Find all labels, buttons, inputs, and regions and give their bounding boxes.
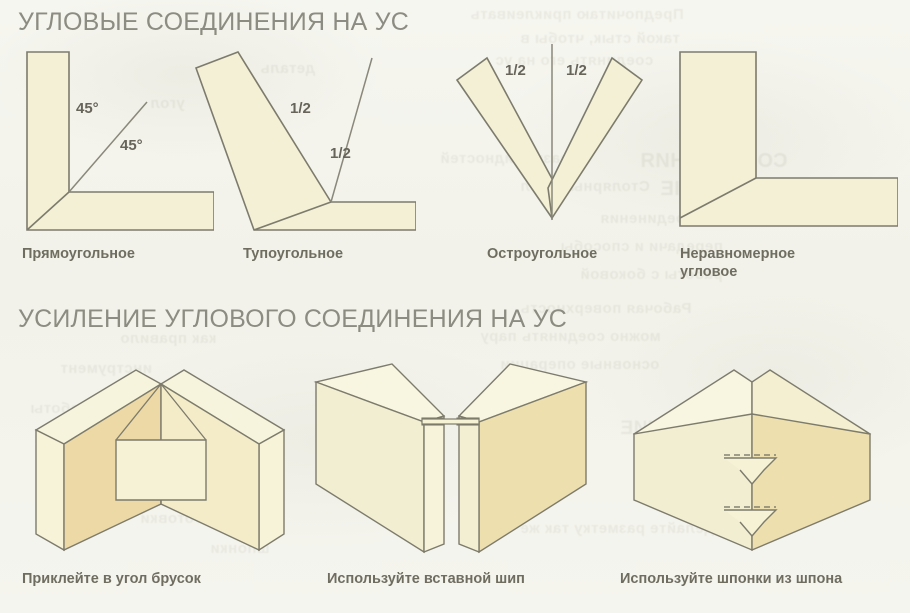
caption-glue-block: Приклейте в угол брусок xyxy=(22,571,201,587)
glue-block-bevel-right xyxy=(160,383,207,441)
figure-right-angle-joint xyxy=(26,51,214,231)
veneer-right-front-face xyxy=(751,413,871,552)
figure-glue-block xyxy=(34,369,286,552)
obtuse-board-outline xyxy=(194,51,416,231)
caption-veneer-keys: Используйте шпонки из шпона xyxy=(620,571,843,587)
figure-obtuse-angle-joint xyxy=(194,51,416,231)
veneer-key-upper xyxy=(724,457,778,486)
annotation-half-acute-left: 1/2 xyxy=(505,62,526,79)
caption-unequal-angle: Неравномерное угловое xyxy=(680,246,796,280)
miter-extension-line xyxy=(68,101,148,193)
acute-left-arm xyxy=(455,56,558,221)
figure-acute-angle-joint xyxy=(455,44,644,221)
figure-unequal-angle-joint xyxy=(679,51,898,227)
acute-right-arm xyxy=(547,56,644,221)
annotation-angle-45-upper: 45° xyxy=(76,100,99,117)
obtuse-miter-line xyxy=(253,201,332,231)
annotation-half-acute-right: 1/2 xyxy=(566,62,587,79)
glue-block-bevel-left xyxy=(115,383,162,441)
glue-block-square xyxy=(115,439,207,501)
spline-tongue xyxy=(421,418,480,425)
section-heading-miter-joints: УГЛОВЫЕ СОЕДИНЕНИЯ НА УС xyxy=(18,8,409,36)
figure-loose-tenon xyxy=(313,363,589,554)
caption-acute-angle: Остроугольное xyxy=(487,246,598,262)
veneer-left-front-face xyxy=(633,413,753,552)
caption-right-angle: Прямоугольное xyxy=(22,246,135,262)
annotation-half-obtuse-left: 1/2 xyxy=(290,100,311,117)
glue-block-right-edge-face xyxy=(258,428,285,552)
veneer-key-lower xyxy=(724,509,778,538)
unequal-miter-line xyxy=(679,177,757,219)
glue-block-left-edge-face xyxy=(35,428,65,552)
figure-veneer-keys xyxy=(632,369,872,552)
annotation-angle-45-lower: 45° xyxy=(120,137,143,154)
annotation-half-obtuse-right: 1/2 xyxy=(330,145,351,162)
unequal-board-outline xyxy=(679,51,898,227)
caption-obtuse-angle: Тупоугольное xyxy=(243,246,344,262)
obtuse-bisector-line xyxy=(330,57,373,203)
miter-line-45 xyxy=(26,191,70,231)
tenon-left-miter-edge xyxy=(423,415,445,554)
caption-loose-tenon: Используйте вставной шип xyxy=(327,571,525,587)
section-heading-reinforcement: УСИЛЕНИЕ УГЛОВОГО СОЕДИНЕНИЯ НА УС xyxy=(18,305,567,333)
tenon-right-miter-edge xyxy=(458,415,480,554)
